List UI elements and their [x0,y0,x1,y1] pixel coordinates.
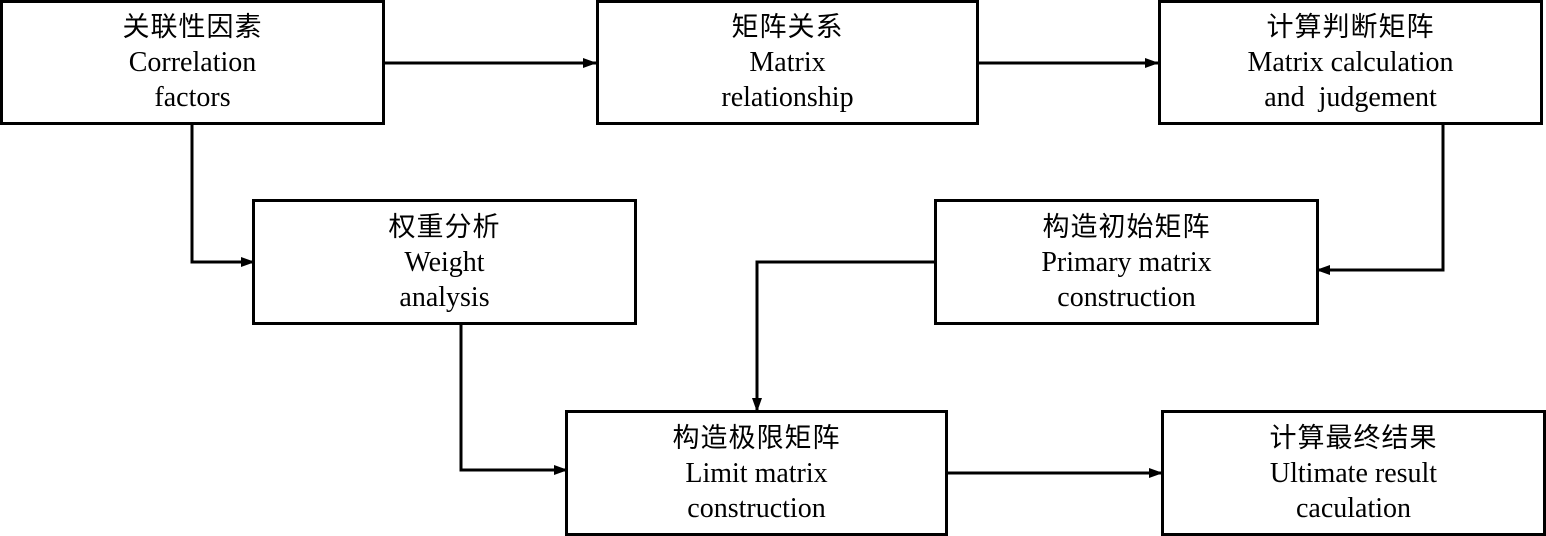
node-matrix-calculation-judgement-en-line1: Matrix calculation [1247,47,1454,78]
node-correlation-factors-zh: 关联性因素 [122,12,263,43]
node-limit-matrix-construction-zh: 构造极限矩阵 [672,422,841,454]
node-primary-matrix-construction-en-line2: construction [1057,281,1196,313]
arrow-weight-to-limit-matrix [459,324,568,475]
node-weight-analysis-en-line1: Weight [404,246,485,278]
node-ultimate-result-calculation-en-line2: caculation [1295,492,1412,524]
node-limit-matrix-construction: 构造极限矩阵 Limit matrix construction [565,410,948,536]
node-correlation-factors: 关联性因素 Correlation factors [0,0,385,125]
node-correlation-factors-en-line1: Correlation [128,47,257,78]
node-primary-matrix-construction: 构造初始矩阵 Primary matrix construction [934,199,1319,325]
node-matrix-relationship-zh: 矩阵关系 [731,12,844,43]
node-limit-matrix-construction-en-line1: Limit matrix [685,457,828,489]
node-limit-matrix-construction-en-line2: construction [687,492,826,524]
node-ultimate-result-calculation-en-line1: Ultimate result [1269,457,1438,489]
node-weight-analysis: 权重分析 Weight analysis [252,199,637,325]
node-matrix-calculation-judgement: 计算判断矩阵 Matrix calculation and judgement [1158,0,1543,125]
node-correlation-factors-en-line2: factors [154,82,231,113]
node-matrix-calculation-judgement-zh: 计算判断矩阵 [1266,12,1435,43]
node-ultimate-result-calculation: 计算最终结果 Ultimate result caculation [1161,410,1546,536]
node-matrix-relationship: 矩阵关系 Matrix relationship [596,0,979,125]
arrow-correlation-to-weight [190,124,255,267]
node-primary-matrix-construction-en-line1: Primary matrix [1041,246,1212,278]
node-ultimate-result-calculation-zh: 计算最终结果 [1269,422,1438,454]
node-weight-analysis-zh: 权重分析 [388,211,501,243]
node-matrix-relationship-en-line1: Matrix [749,47,826,78]
arrow-calculation-to-primary-matrix [1316,124,1445,275]
node-matrix-calculation-judgement-en-line2: and judgement [1264,82,1437,113]
arrow-primary-matrix-to-limit-matrix [752,260,935,412]
node-primary-matrix-construction-zh: 构造初始矩阵 [1042,211,1211,243]
node-weight-analysis-en-line2: analysis [399,281,490,313]
node-matrix-relationship-en-line2: relationship [721,82,854,113]
